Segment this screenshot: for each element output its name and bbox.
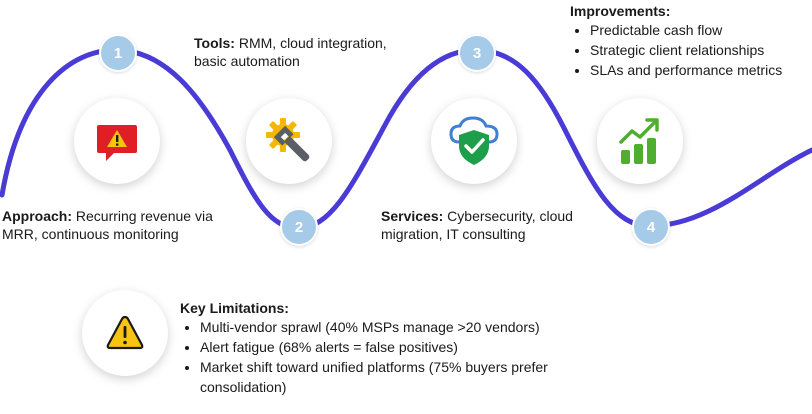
list-item: Multi-vendor sprawl (40% MSPs manage >20…	[200, 317, 600, 337]
step-3-label: Services:	[381, 208, 444, 224]
step-4-label: Improvements:	[570, 3, 671, 19]
cloud-shield-icon	[449, 116, 499, 165]
step-4-text: Improvements: Predictable cash flow Stra…	[570, 2, 810, 80]
list-item: Strategic client relationships	[590, 40, 810, 60]
step-1-icon-circle	[74, 98, 160, 184]
limitations-title: Key Limitations:	[180, 300, 289, 316]
limitations-block: Key Limitations: Multi-vendor sprawl (40…	[180, 299, 600, 397]
list-item: Predictable cash flow	[590, 20, 810, 40]
step-1-description: Recurring revenue via MRR, continuous mo…	[2, 208, 213, 242]
step-4-icon-circle	[597, 98, 683, 184]
step-3-description: Cybersecurity, cloud migration, IT consu…	[381, 208, 573, 242]
step-2-label: Tools:	[194, 35, 235, 51]
warning-triangle-icon	[106, 315, 144, 350]
list-item: Market shift toward unified platforms (7…	[200, 357, 600, 397]
step-3-icon-circle	[431, 98, 517, 184]
step-3-text: Services: Cybersecurity, cloud migration…	[381, 207, 596, 243]
step-2-description: RMM, cloud integration, basic automation	[194, 35, 387, 69]
limitations-list: Multi-vendor sprawl (40% MSPs manage >20…	[180, 317, 600, 397]
step-1-text: Approach: Recurring revenue via MRR, con…	[2, 207, 242, 243]
alert-bubble-icon	[97, 125, 137, 161]
step-4-bullets: Predictable cash flow Strategic client r…	[570, 20, 810, 80]
step-3-badge: 3	[458, 34, 496, 72]
step-1-label: Approach:	[2, 208, 72, 224]
gear-wrench-icon	[266, 118, 310, 162]
step-2-icon-circle	[246, 98, 332, 184]
list-item: SLAs and performance metrics	[590, 60, 810, 80]
step-1-badge: 1	[99, 34, 137, 72]
step-2-text: Tools: RMM, cloud integration, basic aut…	[194, 34, 409, 70]
step-4-badge: 4	[632, 208, 670, 246]
list-item: Alert fatigue (68% alerts = false positi…	[200, 337, 600, 357]
step-2-badge: 2	[280, 208, 318, 246]
limitations-icon-circle	[82, 290, 168, 376]
growth-chart-icon	[619, 118, 659, 164]
